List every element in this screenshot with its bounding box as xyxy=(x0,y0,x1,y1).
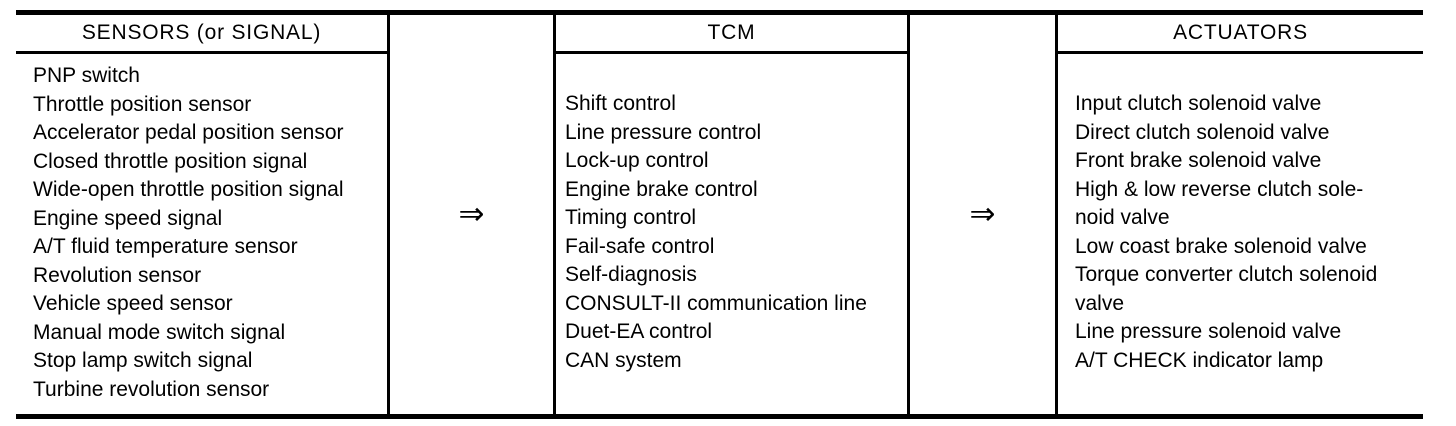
list-item: Line pressure control xyxy=(565,120,762,144)
list-item: Direct clutch solenoid valve xyxy=(1075,120,1330,144)
list-item: Engine speed signal xyxy=(33,206,223,230)
list-item: Revolution sensor xyxy=(33,263,202,287)
list-item: Engine brake control xyxy=(565,177,758,201)
list-item: Wide-open throttle position signal xyxy=(33,178,344,201)
list-item: Stop lamp switch signal xyxy=(33,349,253,372)
flow-arrow-cell-tcm-to-actuators: ⇒ xyxy=(907,15,1058,414)
list-item: Closed throttle position signal xyxy=(33,149,308,173)
list-item: High & low reverse clutch sole- xyxy=(1075,177,1364,201)
list-item: Throttle position sensor xyxy=(33,92,252,116)
tcm-column-header: TCM xyxy=(556,15,907,54)
double-right-arrow-icon: ⇒ xyxy=(458,196,485,232)
list-item: Fail-safe control xyxy=(565,234,715,258)
list-item: PNP switch xyxy=(33,64,140,87)
list-item: Timing control xyxy=(565,206,697,229)
list-item: Input clutch solenoid valve xyxy=(1075,92,1322,115)
list-item: Duet-EA control xyxy=(565,320,713,343)
list-item: Low coast brake solenoid valve xyxy=(1075,234,1367,258)
list-item: Lock-up control xyxy=(565,149,709,172)
flow-arrow-cell-sensors-to-tcm: ⇒ xyxy=(387,15,556,414)
list-item: valve xyxy=(1075,291,1125,315)
list-item: Vehicle speed sensor xyxy=(33,292,233,315)
list-item: noid valve xyxy=(1075,206,1170,229)
list-item: Front brake solenoid valve xyxy=(1075,149,1322,172)
list-item: CONSULT-II communication line xyxy=(565,291,867,315)
double-right-arrow-icon: ⇒ xyxy=(969,196,996,232)
sensors-column-header: SENSORS (or SIGNAL) xyxy=(16,15,387,54)
list-item: Turbine revolution sensor xyxy=(33,377,270,401)
list-item: CAN system xyxy=(565,348,682,372)
list-item: Accelerator pedal position sensor xyxy=(33,121,344,144)
list-item: Line pressure solenoid valve xyxy=(1075,320,1342,343)
list-item: Self-diagnosis xyxy=(565,263,697,286)
list-item: Manual mode switch signal xyxy=(33,320,286,344)
list-item: A/T fluid temperature sensor xyxy=(33,235,298,258)
list-item: Shift control xyxy=(565,92,676,115)
actuators-column-header: ACTUATORS xyxy=(1058,15,1423,54)
list-item: A/T CHECK indicator lamp xyxy=(1075,348,1324,372)
list-item: Torque converter clutch solenoid xyxy=(1075,263,1378,286)
